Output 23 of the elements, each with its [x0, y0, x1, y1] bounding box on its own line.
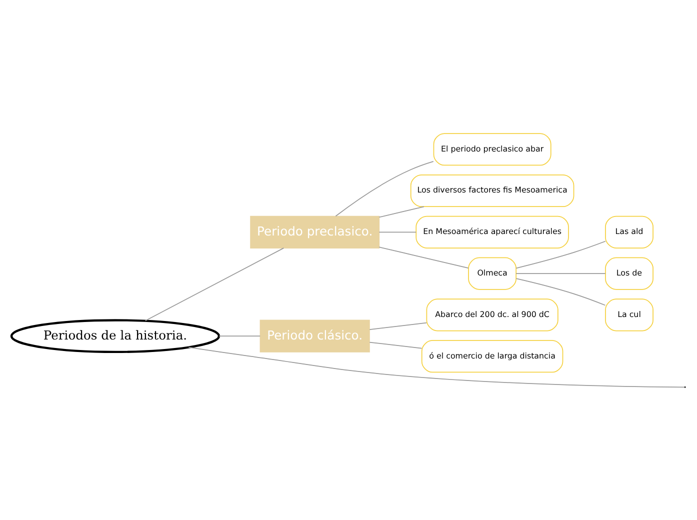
connector	[188, 346, 686, 388]
connector	[335, 160, 434, 216]
connector	[369, 322, 427, 330]
node-ellipse: Periodos de la historia.	[10, 318, 220, 353]
node-box: Periodo preclasico.	[250, 215, 380, 248]
connector	[516, 272, 606, 274]
node-box: ó el comercio de larga distancia	[421, 340, 564, 372]
node-box: Periodo clásico.	[260, 319, 370, 352]
node-box: Olmeca	[468, 256, 517, 290]
node-box: La cul	[605, 298, 654, 331]
node-box: Los de	[605, 256, 654, 290]
connector	[218, 335, 261, 336]
node-box: En Mesoamérica aparecí culturales	[416, 215, 569, 248]
connector	[516, 240, 606, 268]
connector	[378, 231, 417, 232]
node-box: Las ald	[605, 215, 654, 248]
connector	[378, 246, 469, 268]
connector	[144, 247, 284, 321]
connector	[516, 278, 606, 306]
node-box: Los diversos factores fis Mesoamerica	[410, 174, 574, 207]
connector	[369, 341, 422, 348]
node-box: El periodo preclasico abar	[433, 132, 552, 166]
node-box: Abarco del 200 dc. al 900 dC	[426, 298, 558, 331]
